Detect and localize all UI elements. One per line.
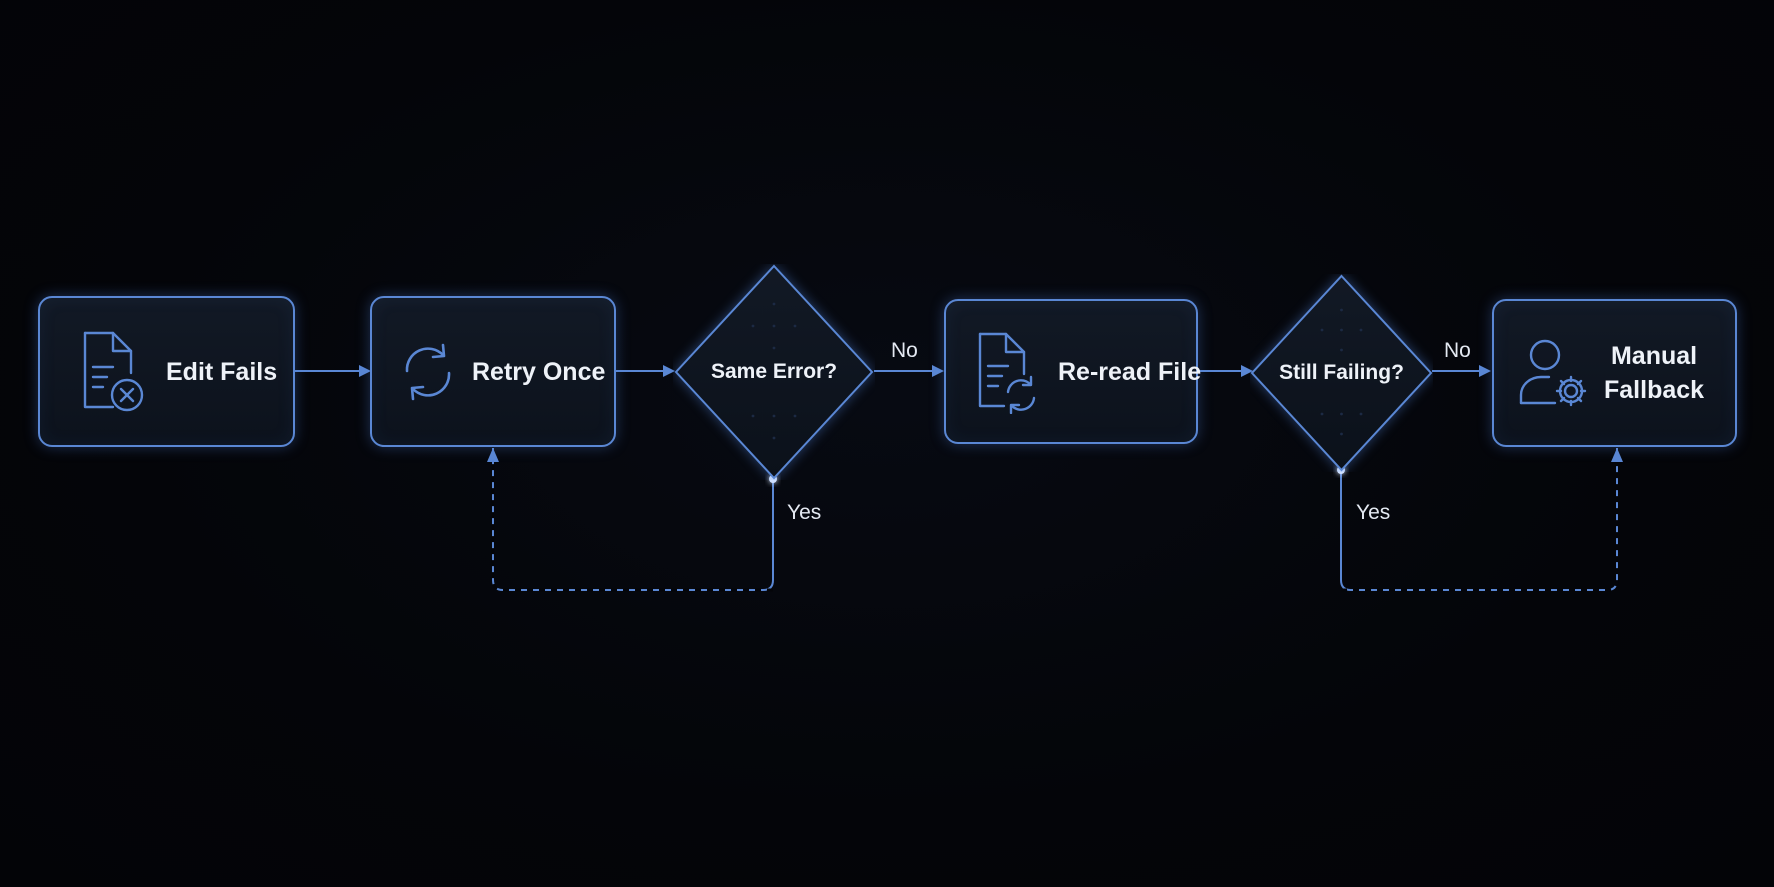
reread-file-label: Re-read File [1058,357,1202,386]
edge-label-same-error-no: No [891,339,918,362]
user-gear-icon [1518,333,1590,413]
diamond-shape [674,264,874,480]
file-refresh-icon [972,327,1042,417]
retry-once-label: Retry Once [472,357,606,386]
file-error-icon [72,322,152,422]
node-retry-once[interactable]: Retry Once [370,296,616,447]
decision-same-error[interactable]: Same Error? [673,264,875,480]
node-reread-file[interactable]: Re-read File [944,299,1202,444]
arrowhead-to-retry [487,448,499,462]
refresh-icon [398,337,458,407]
node-manual-fallback[interactable]: Manual Fallback [1492,299,1737,447]
edge-label-still-failing-yes: Yes [1356,501,1391,524]
same-error-label: Same Error? [710,360,838,383]
edge-label-same-error-yes: Yes [787,501,822,524]
still-failing-label: Still Failing? [1279,361,1404,384]
manual-fallback-line2: Fallback [1604,376,1705,404]
edge-label-still-failing-no: No [1444,339,1471,362]
arrowhead-to-manual-fallback [1611,448,1623,462]
arrow-still-failing-yes-dashed [1341,460,1619,592]
arrow-same-error-yes-dashed [491,460,773,592]
manual-fallback-line1: Manual [1610,342,1698,370]
arrow-same-error-yes-line [492,448,774,591]
manual-fallback-label: Manual Fallback [1604,339,1704,407]
edit-fails-label: Edit Fails [166,357,278,386]
decision-still-failing[interactable]: Still Failing? [1250,274,1433,472]
node-edit-fails[interactable]: Edit Fails [38,296,295,447]
diamond-shape [1250,274,1433,472]
